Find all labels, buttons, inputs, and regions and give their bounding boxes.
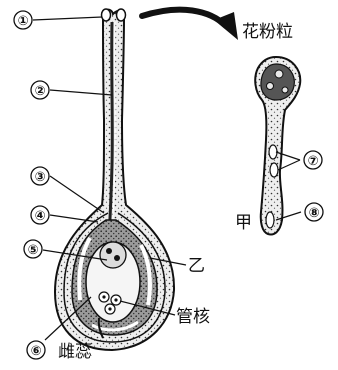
yi-label: 乙	[188, 256, 205, 276]
label-4: ④	[34, 209, 45, 224]
label-8: ⑧	[308, 206, 319, 221]
label-7: ⑦	[307, 154, 318, 169]
arrow	[142, 10, 226, 26]
pistil	[55, 9, 174, 350]
tube-nucleus-label: 管核	[176, 307, 210, 327]
pollen-grain-label: 花粉粒	[242, 22, 293, 42]
label-5: ⑤	[27, 243, 38, 258]
jia-label: 甲	[235, 213, 252, 233]
pistil-label: 雌蕊	[58, 342, 92, 362]
label-3: ③	[34, 170, 45, 185]
label-6: ⑥	[30, 344, 41, 359]
label-1: ①	[17, 14, 28, 29]
pollen-grain	[255, 57, 300, 234]
label-2: ②	[34, 84, 45, 99]
